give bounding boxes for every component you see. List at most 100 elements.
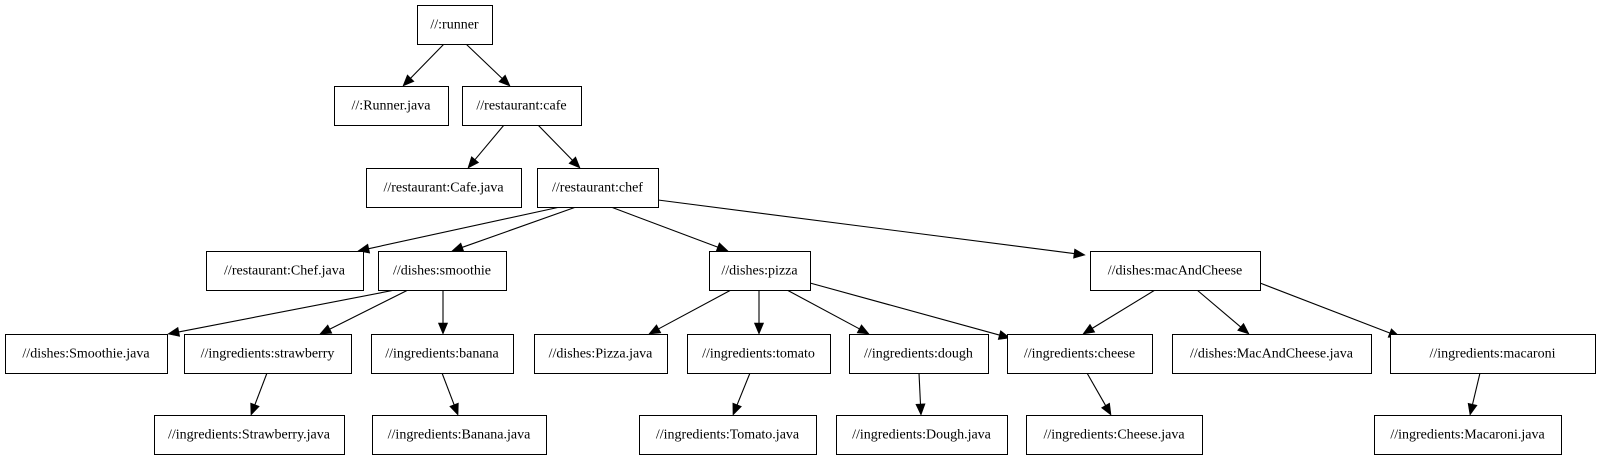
node-box[interactable] — [206, 251, 364, 291]
graph-node-ing_dough[interactable]: //ingredients:dough — [849, 334, 989, 374]
graph-node-ing_banana[interactable]: //ingredients:banana — [371, 334, 514, 374]
arrowhead-icon — [753, 322, 765, 335]
node-box[interactable] — [5, 334, 168, 374]
edge-line — [410, 43, 445, 79]
edge-line — [329, 289, 409, 330]
node-box[interactable] — [372, 415, 547, 455]
node-box[interactable] — [378, 251, 507, 291]
node-box[interactable] — [1026, 415, 1203, 455]
node-label: //ingredients:macaroni — [1430, 347, 1556, 362]
edge-restaurant_cafe-to-restaurant_chef — [537, 124, 581, 169]
node-box[interactable] — [366, 168, 522, 208]
graph-node-restaurant_cafe[interactable]: //restaurant:cafe — [462, 86, 582, 126]
graph-node-banana_java[interactable]: //ingredients:Banana.java — [372, 415, 547, 455]
arrowhead-icon — [856, 324, 870, 335]
edge-line — [537, 124, 573, 161]
edge-line — [1472, 372, 1481, 405]
graph-node-ing_tomato[interactable]: //ingredients:tomato — [687, 334, 831, 374]
node-box[interactable] — [537, 168, 659, 208]
node-box[interactable] — [154, 415, 345, 455]
node-box[interactable] — [184, 334, 352, 374]
node-label: //ingredients:Strawberry.java — [168, 428, 331, 443]
node-label: //ingredients:dough — [864, 347, 973, 362]
edge-line — [368, 206, 561, 250]
graph-node-pizza_java[interactable]: //dishes:Pizza.java — [534, 334, 668, 374]
node-label: //ingredients:tomato — [702, 347, 815, 362]
edge-line — [441, 372, 455, 405]
node-box[interactable] — [534, 334, 668, 374]
node-box[interactable] — [1172, 334, 1372, 374]
graph-node-tomato_java[interactable]: //ingredients:Tomato.java — [639, 415, 817, 455]
edge-restaurant_chef-to-dishes_mac — [657, 199, 1086, 259]
arrowhead-icon — [1073, 248, 1086, 259]
node-box[interactable] — [1390, 334, 1596, 374]
node-label: //dishes:MacAndCheese.java — [1190, 347, 1354, 362]
graph-node-runner_java[interactable]: //:Runner.java — [334, 86, 449, 126]
edge-line — [465, 43, 503, 79]
node-label: //ingredients:Tomato.java — [656, 428, 800, 443]
graph-node-dishes_mac[interactable]: //dishes:macAndCheese — [1090, 251, 1261, 291]
arrowhead-icon — [715, 242, 729, 252]
node-box[interactable] — [371, 334, 514, 374]
graph-node-cheese_java[interactable]: //ingredients:Cheese.java — [1026, 415, 1203, 455]
graph-node-macaroni_java[interactable]: //ingredients:Macaroni.java — [1374, 415, 1562, 455]
arrowhead-icon — [451, 242, 465, 252]
arrowhead-icon — [1467, 402, 1478, 416]
graph-node-cafe_java[interactable]: //restaurant:Cafe.java — [366, 168, 522, 208]
node-label: //:runner — [430, 18, 479, 33]
arrowhead-icon — [250, 402, 260, 416]
graph-node-ing_strawberry[interactable]: //ingredients:strawberry — [184, 334, 352, 374]
edge-line — [1092, 289, 1156, 329]
node-box[interactable] — [334, 86, 449, 126]
node-box[interactable] — [849, 334, 989, 374]
graph-node-smoothie_java[interactable]: //dishes:Smoothie.java — [5, 334, 168, 374]
node-label: //restaurant:Chef.java — [224, 264, 346, 279]
edge-line — [1086, 372, 1107, 406]
graph-node-runner[interactable]: //:runner — [417, 5, 493, 45]
node-label: //dishes:smoothie — [393, 264, 491, 279]
arrowhead-icon — [732, 402, 742, 416]
node-label: //dishes:pizza — [721, 264, 798, 279]
edge-dishes_pizza-to-ing_tomato — [753, 290, 765, 335]
node-box[interactable] — [836, 415, 1008, 455]
arrowhead-icon — [319, 324, 333, 335]
graph-node-dishes_pizza[interactable]: //dishes:pizza — [709, 251, 811, 291]
graph-node-strawberry_java[interactable]: //ingredients:Strawberry.java — [154, 415, 345, 455]
edge-dishes_smoothie-to-ing_banana — [437, 290, 449, 335]
graph-node-mac_java[interactable]: //dishes:MacAndCheese.java — [1172, 334, 1372, 374]
edge-line — [254, 372, 268, 405]
edge-line — [178, 289, 396, 333]
node-box[interactable] — [1374, 415, 1562, 455]
edge-dishes_mac-to-ing_macaroni — [1259, 282, 1401, 338]
node-box[interactable] — [687, 334, 831, 374]
edge-line — [658, 289, 732, 330]
edge-line — [1259, 282, 1390, 334]
graph-node-chef_java[interactable]: //restaurant:Chef.java — [206, 251, 364, 291]
node-label: //ingredients:cheese — [1024, 347, 1135, 362]
node-box[interactable] — [417, 5, 493, 45]
edge-dishes_pizza-to-pizza_java — [648, 289, 732, 335]
graph-node-ing_macaroni[interactable]: //ingredients:macaroni — [1390, 334, 1596, 374]
graph-node-dough_java[interactable]: //ingredients:Dough.java — [836, 415, 1008, 455]
edge-line — [610, 206, 718, 248]
node-label: //ingredients:Banana.java — [388, 428, 531, 443]
node-box[interactable] — [1007, 334, 1153, 374]
edge-dishes_smoothie-to-ing_strawberry — [319, 289, 409, 335]
graph-node-restaurant_chef[interactable]: //restaurant:chef — [537, 168, 659, 208]
edge-dishes_pizza-to-ing_cheese — [809, 282, 1011, 340]
node-box[interactable] — [709, 251, 811, 291]
node-label: //ingredients:strawberry — [201, 347, 335, 362]
edge-ing_macaroni-to-macaroni_java — [1467, 372, 1481, 416]
node-label: //ingredients:Macaroni.java — [1390, 428, 1545, 443]
node-box[interactable] — [639, 415, 817, 455]
graph-node-dishes_smoothie[interactable]: //dishes:smoothie — [378, 251, 507, 291]
arrowhead-icon — [1237, 322, 1250, 335]
node-label: //restaurant:Cafe.java — [383, 181, 504, 196]
graph-node-ing_cheese[interactable]: //ingredients:cheese — [1007, 334, 1153, 374]
edge-ing_tomato-to-tomato_java — [732, 372, 751, 416]
node-box[interactable] — [462, 86, 582, 126]
edge-restaurant_cafe-to-cafe_java — [467, 124, 505, 169]
node-box[interactable] — [1090, 251, 1261, 291]
